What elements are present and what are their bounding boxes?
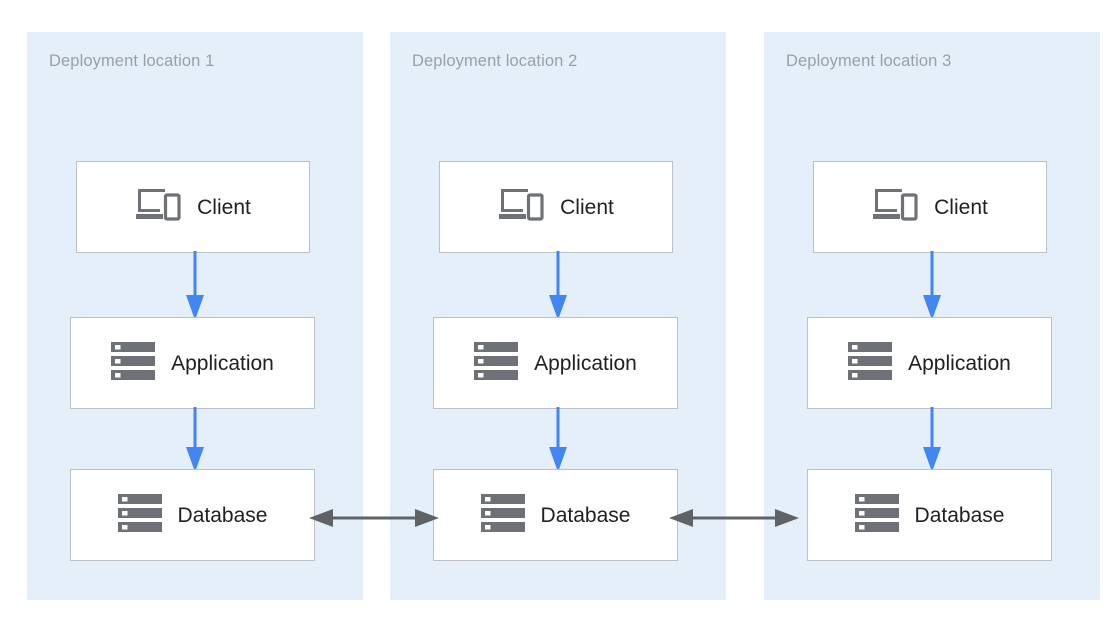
devices-icon [872,187,918,228]
node-client-2[interactable]: Client [439,161,673,253]
node-application-2[interactable]: Application [433,317,678,409]
devices-icon [498,187,544,228]
node-label-client-2: Client [560,195,614,219]
connector-application-to-database-2 [545,407,571,473]
node-label-database-3: Database [914,503,1005,527]
node-label-client-1: Client [197,195,251,219]
deployment-location-panel-2: Deployment location 2 Client [390,32,726,600]
server-icon [117,493,162,538]
node-application-3[interactable]: Application [807,317,1052,409]
connector-application-to-database-1 [182,407,208,473]
server-icon [848,341,893,386]
node-label-database-1: Database [177,503,268,527]
panel-title-3: Deployment location 3 [786,52,952,70]
connector-client-to-application-3 [919,251,945,321]
devices-icon [135,187,181,228]
deployment-location-panel-3: Deployment location 3 Client [764,32,1100,600]
node-client-3[interactable]: Client [813,161,1047,253]
node-application-1[interactable]: Application [70,317,315,409]
connector-database1-database2 [308,505,440,531]
node-label-client-3: Client [934,195,988,219]
connector-application-to-database-3 [919,407,945,473]
node-label-database-2: Database [540,503,631,527]
connector-client-to-application-2 [545,251,571,321]
node-label-application-2: Application [534,351,637,375]
server-icon [480,493,525,538]
node-client-1[interactable]: Client [76,161,310,253]
server-icon [111,341,156,386]
connector-client-to-application-1 [182,251,208,321]
node-database-2[interactable]: Database [433,469,678,561]
deployment-location-panel-1: Deployment location 1 Client [27,32,363,600]
connector-database2-database3 [668,505,800,531]
node-label-application-3: Application [908,351,1011,375]
server-icon [854,493,899,538]
node-label-application-1: Application [171,351,274,375]
node-database-1[interactable]: Database [70,469,315,561]
node-database-3[interactable]: Database [807,469,1052,561]
panel-title-2: Deployment location 2 [412,52,578,70]
panel-title-1: Deployment location 1 [49,52,215,70]
server-icon [474,341,519,386]
